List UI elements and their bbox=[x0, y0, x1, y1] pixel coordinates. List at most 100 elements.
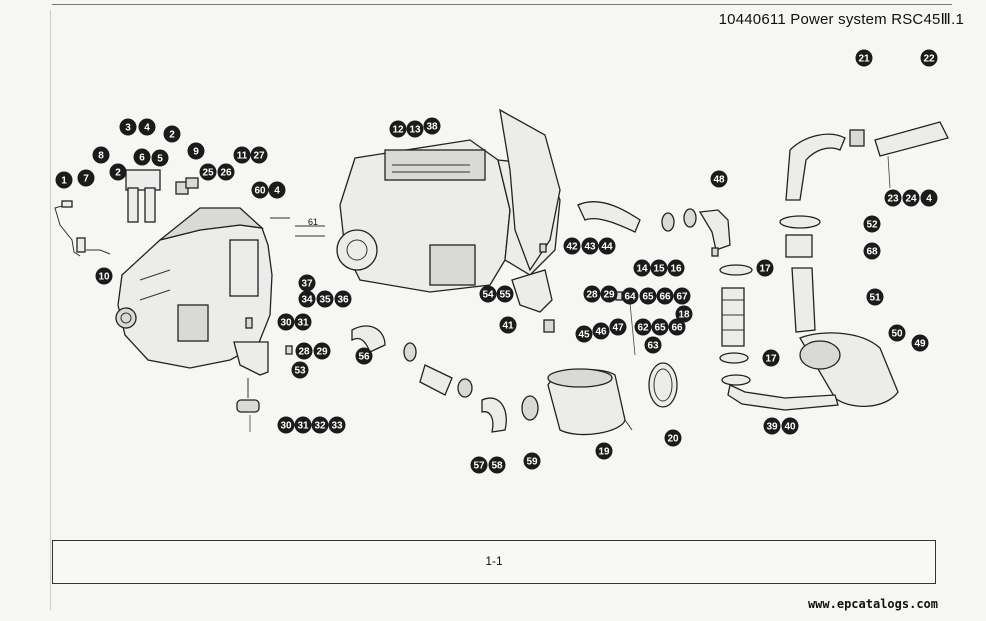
callout-number: 9 bbox=[193, 147, 199, 158]
callout-badge bbox=[667, 259, 685, 277]
callout-number: 30 bbox=[280, 421, 292, 432]
callout-badge bbox=[119, 118, 137, 136]
callout-number: 48 bbox=[713, 175, 725, 186]
callout-36: 36 bbox=[334, 290, 352, 308]
callout-number: 58 bbox=[491, 461, 503, 472]
callout-57: 57 bbox=[470, 456, 488, 474]
callout-17: 17 bbox=[762, 349, 780, 367]
callout-badge bbox=[888, 324, 906, 342]
callout-badge bbox=[496, 285, 514, 303]
callout-number: 4 bbox=[274, 186, 280, 197]
callout-number: 31 bbox=[297, 318, 309, 329]
callout-number: 18 bbox=[678, 310, 690, 321]
callout-badge bbox=[294, 313, 312, 331]
callout-badge bbox=[298, 290, 316, 308]
callout-badge bbox=[233, 146, 251, 164]
callout-31: 31 bbox=[294, 313, 312, 331]
callout-badge bbox=[250, 146, 268, 164]
callout-badge bbox=[675, 305, 693, 323]
callout-badge bbox=[634, 318, 652, 336]
callout-badge bbox=[355, 347, 373, 365]
callout-number: 24 bbox=[905, 194, 917, 205]
callout-number: 1 bbox=[61, 176, 67, 187]
callout-badge bbox=[334, 290, 352, 308]
callout-number: 6 bbox=[139, 153, 145, 164]
callout-21: 21 bbox=[855, 49, 873, 67]
callout-number: 23 bbox=[887, 194, 899, 205]
callout-badge bbox=[621, 287, 639, 305]
callout-59: 59 bbox=[523, 452, 541, 470]
callout-badge bbox=[55, 171, 73, 189]
callout-50: 50 bbox=[888, 324, 906, 342]
callout-number: 2 bbox=[169, 130, 175, 141]
clamp-ring-drawing bbox=[648, 362, 678, 408]
callout-badge bbox=[633, 259, 651, 277]
callout-30: 30 bbox=[277, 313, 295, 331]
callout-badge bbox=[251, 181, 269, 199]
callout-number: 42 bbox=[566, 242, 578, 253]
callout-badge bbox=[406, 120, 424, 138]
watermark-text: www.epcatalogs.com bbox=[807, 597, 938, 611]
callout-16: 16 bbox=[667, 259, 685, 277]
callout-badge bbox=[902, 189, 920, 207]
callout-number: 56 bbox=[358, 352, 370, 363]
callout-badge bbox=[298, 274, 316, 292]
callout-66: 66 bbox=[656, 287, 674, 305]
callout-number: 41 bbox=[502, 321, 514, 332]
callout-number: 29 bbox=[316, 347, 328, 358]
page-title: 10440611 Power system RSC45Ⅲ.1 bbox=[718, 11, 964, 28]
callout-badge bbox=[217, 163, 235, 181]
callout-badge bbox=[328, 416, 346, 434]
mount-bracket-drawing bbox=[233, 341, 269, 413]
callout-badge bbox=[92, 146, 110, 164]
callout-37: 37 bbox=[298, 274, 316, 292]
callout-badge bbox=[763, 417, 781, 435]
callout-54: 54 bbox=[479, 285, 497, 303]
callout-8: 8 bbox=[92, 146, 110, 164]
callout-badge bbox=[575, 325, 593, 343]
callout-22: 22 bbox=[920, 49, 938, 67]
callout-38: 38 bbox=[423, 117, 441, 135]
callout-number: 49 bbox=[914, 339, 926, 350]
callout-badge bbox=[488, 456, 506, 474]
callout-17: 17 bbox=[756, 259, 774, 277]
callout-48: 48 bbox=[710, 170, 728, 188]
callout-number: 46 bbox=[595, 327, 607, 338]
hardware-drawing bbox=[245, 155, 891, 432]
callout-9: 9 bbox=[187, 142, 205, 160]
callout-number: 34 bbox=[301, 295, 313, 306]
callout-badge bbox=[656, 287, 674, 305]
callout-67: 67 bbox=[673, 287, 691, 305]
callout-53: 53 bbox=[291, 361, 309, 379]
callout-28: 28 bbox=[295, 342, 313, 360]
callout-badge bbox=[762, 349, 780, 367]
callout-badge bbox=[109, 163, 127, 181]
callout-68: 68 bbox=[863, 242, 881, 260]
callout-14: 14 bbox=[633, 259, 651, 277]
callout-30: 30 bbox=[277, 416, 295, 434]
page-margin-line bbox=[50, 10, 51, 610]
callout-badge bbox=[609, 318, 627, 336]
callout-badge bbox=[600, 285, 618, 303]
callout-number: 50 bbox=[891, 329, 903, 340]
callout-26: 26 bbox=[217, 163, 235, 181]
callout-23: 23 bbox=[884, 189, 902, 207]
callout-badge bbox=[650, 259, 668, 277]
callout-badge bbox=[77, 169, 95, 187]
callout-18: 18 bbox=[675, 305, 693, 323]
callout-badge bbox=[664, 429, 682, 447]
callout-badge bbox=[291, 361, 309, 379]
callout-number: 19 bbox=[598, 447, 610, 458]
callout-badge bbox=[151, 149, 169, 167]
callout-number: 15 bbox=[653, 264, 665, 275]
callout-badge bbox=[598, 237, 616, 255]
callout-number: 28 bbox=[586, 290, 598, 301]
callout-badge bbox=[911, 334, 929, 352]
callout-12: 12 bbox=[389, 120, 407, 138]
callout-badge bbox=[423, 117, 441, 135]
fuel-filter-drawing bbox=[125, 169, 199, 223]
callout-number: 22 bbox=[923, 54, 935, 65]
callout-number: 7 bbox=[83, 174, 89, 185]
callout-badge bbox=[644, 336, 662, 354]
